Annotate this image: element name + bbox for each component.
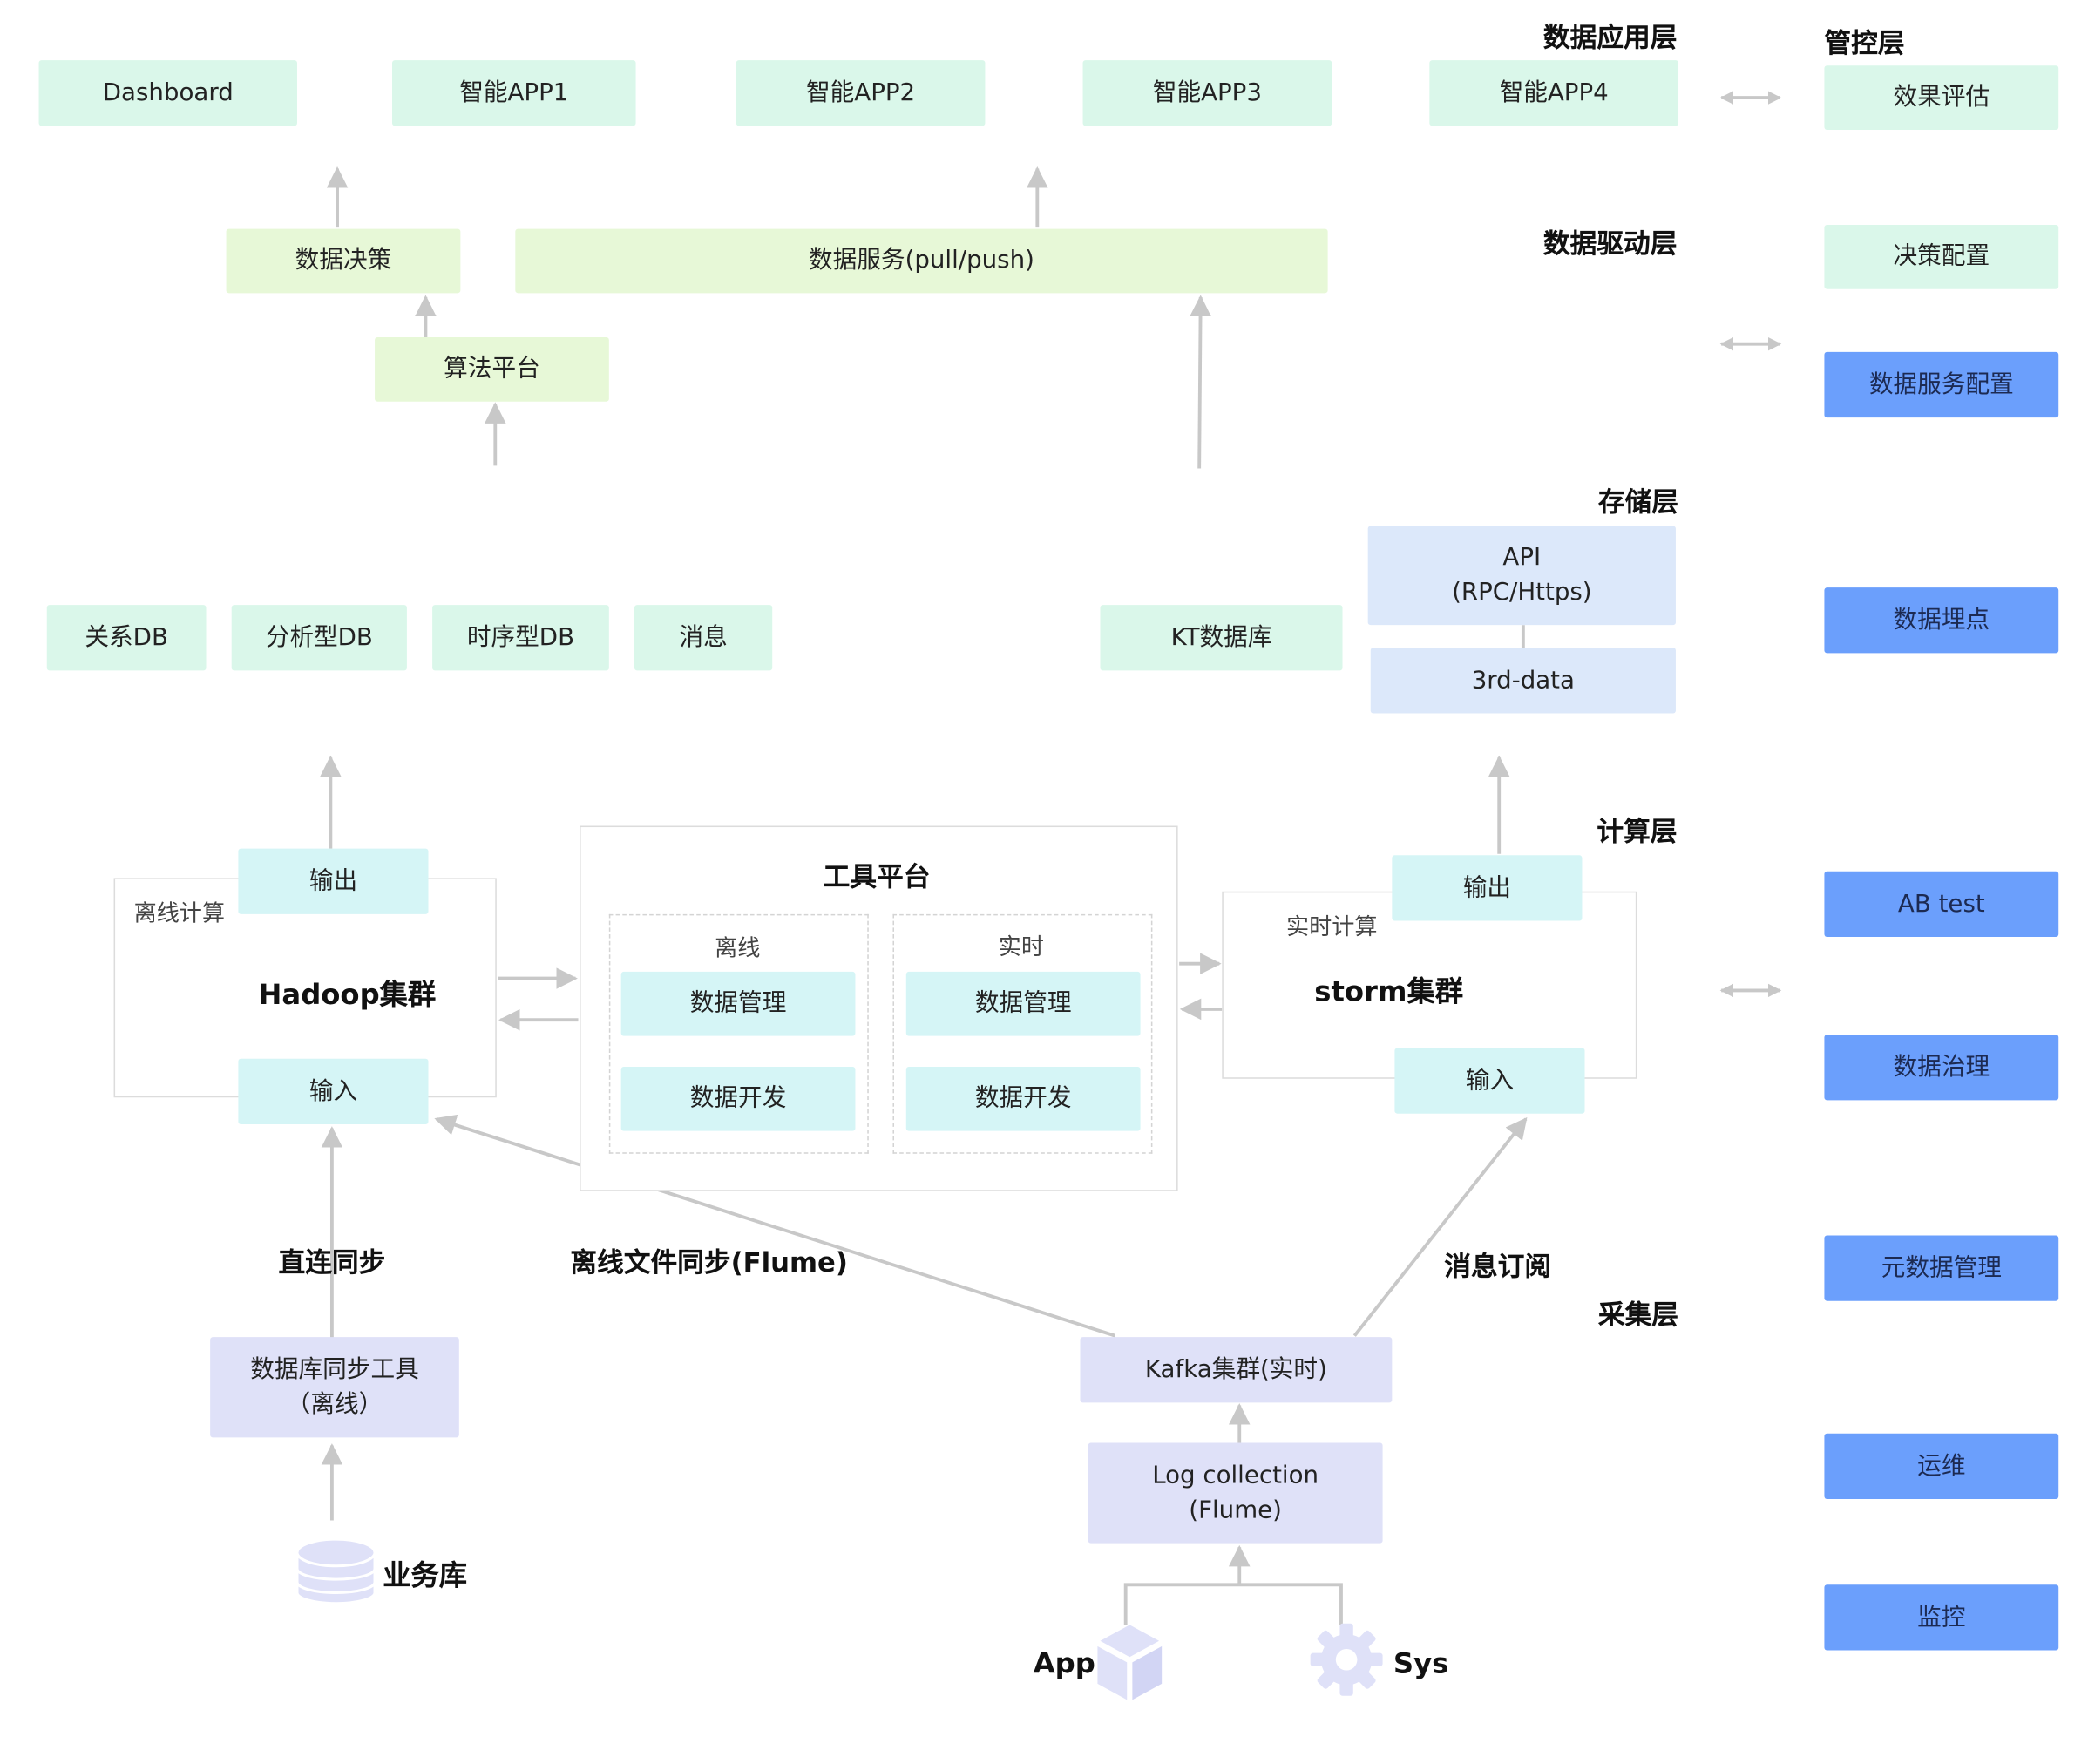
db-sync-tool[interactable]: 数据库同步工具 （离线） — [210, 1337, 459, 1438]
flume-sync-label: 离线文件同步(Flume) — [570, 1245, 848, 1279]
app-sys-bracket — [1123, 1583, 1343, 1625]
layer-title-control: 管控层 — [1824, 26, 1905, 59]
storage-relational-db[interactable]: 关系DB — [46, 605, 207, 671]
layer-title-compute: 计算层 — [1597, 815, 1678, 848]
control-service-config[interactable]: 数据服务配置 — [1824, 351, 2059, 418]
tools-realtime-group — [892, 913, 1153, 1154]
hadoop-input[interactable]: 输入 — [238, 1058, 429, 1124]
cube-icon — [1097, 1625, 1163, 1700]
tools-realtime-label: 实时 — [998, 933, 1045, 961]
tools-offline-group — [608, 913, 869, 1154]
storm-output[interactable]: 输出 — [1392, 855, 1583, 921]
kafka-cluster[interactable]: Kafka集群(实时) — [1080, 1337, 1393, 1403]
realtime-data-development[interactable]: 数据开发 — [905, 1066, 1141, 1131]
log-collection[interactable]: Log collection (Flume) — [1088, 1442, 1383, 1544]
control-effect-evaluation[interactable]: 效果评估 — [1824, 65, 2059, 130]
hadoop-cluster-title: Hadoop集群 — [258, 978, 437, 1011]
app-source-label: App — [1033, 1647, 1095, 1680]
control-monitoring[interactable]: 监控 — [1824, 1584, 2059, 1651]
data-service[interactable]: 数据服务(pull/push) — [515, 228, 1328, 294]
sys-source-label: Sys — [1393, 1647, 1449, 1680]
hadoop-output[interactable]: 输出 — [238, 848, 429, 914]
realtime-compute-label: 实时计算 — [1285, 913, 1378, 941]
storage-analytic-db[interactable]: 分析型DB — [231, 605, 407, 671]
gear-icon — [1310, 1623, 1383, 1696]
app-dashboard[interactable]: Dashboard — [38, 60, 297, 126]
storage-timeseries-db[interactable]: 时序型DB — [432, 605, 609, 671]
control-data-governance[interactable]: 数据治理 — [1824, 1035, 2059, 1101]
arrow-kafka-to-storm — [1352, 1116, 1528, 1337]
realtime-data-management[interactable]: 数据管理 — [905, 971, 1141, 1036]
database-icon — [295, 1537, 376, 1605]
layer-title-collect: 采集层 — [1597, 1298, 1679, 1331]
data-decision[interactable]: 数据决策 — [226, 228, 461, 294]
control-tracking[interactable]: 数据埋点 — [1824, 587, 2059, 654]
control-operations[interactable]: 运维 — [1824, 1433, 2059, 1499]
layer-title-drive: 数据驱动层 — [1542, 227, 1678, 260]
direct-sync-label: 直连同步 — [278, 1245, 386, 1279]
message-subscribe-label: 消息订阅 — [1444, 1250, 1552, 1283]
layer-title-storage: 存储层 — [1597, 485, 1679, 519]
arrow-kafka-to-hadoop — [434, 1114, 1115, 1338]
offline-compute-label: 离线计算 — [133, 900, 226, 928]
app-smart-3[interactable]: 智能APP3 — [1082, 60, 1332, 126]
arrow-storage-to-service — [1190, 295, 1211, 469]
control-ab-test[interactable]: AB test — [1824, 871, 2059, 937]
layer-title-app: 数据应用层 — [1542, 21, 1678, 54]
storage-message[interactable]: 消息 — [634, 605, 773, 671]
app-smart-2[interactable]: 智能APP2 — [736, 60, 986, 126]
storm-cluster-title: storm集群 — [1314, 975, 1464, 1008]
app-smart-4[interactable]: 智能APP4 — [1429, 60, 1679, 126]
control-metadata[interactable]: 元数据管理 — [1824, 1235, 2059, 1301]
app-smart-1[interactable]: 智能APP1 — [392, 60, 636, 126]
offline-data-development[interactable]: 数据开发 — [620, 1066, 856, 1131]
tools-offline-label: 离线 — [715, 935, 761, 963]
control-decision-config[interactable]: 决策配置 — [1824, 224, 2059, 289]
storage-3rd-data[interactable]: 3rd-data — [1370, 648, 1676, 714]
storm-input[interactable]: 输入 — [1394, 1048, 1585, 1114]
business-db-label: 业务库 — [383, 1559, 468, 1591]
offline-data-management[interactable]: 数据管理 — [620, 971, 856, 1036]
tool-platform-title: 工具平台 — [823, 860, 931, 893]
storage-api[interactable]: API (RPC/Https) — [1367, 526, 1676, 626]
algo-platform[interactable]: 算法平台 — [375, 336, 609, 402]
storage-kt-db[interactable]: KT数据库 — [1100, 605, 1343, 671]
